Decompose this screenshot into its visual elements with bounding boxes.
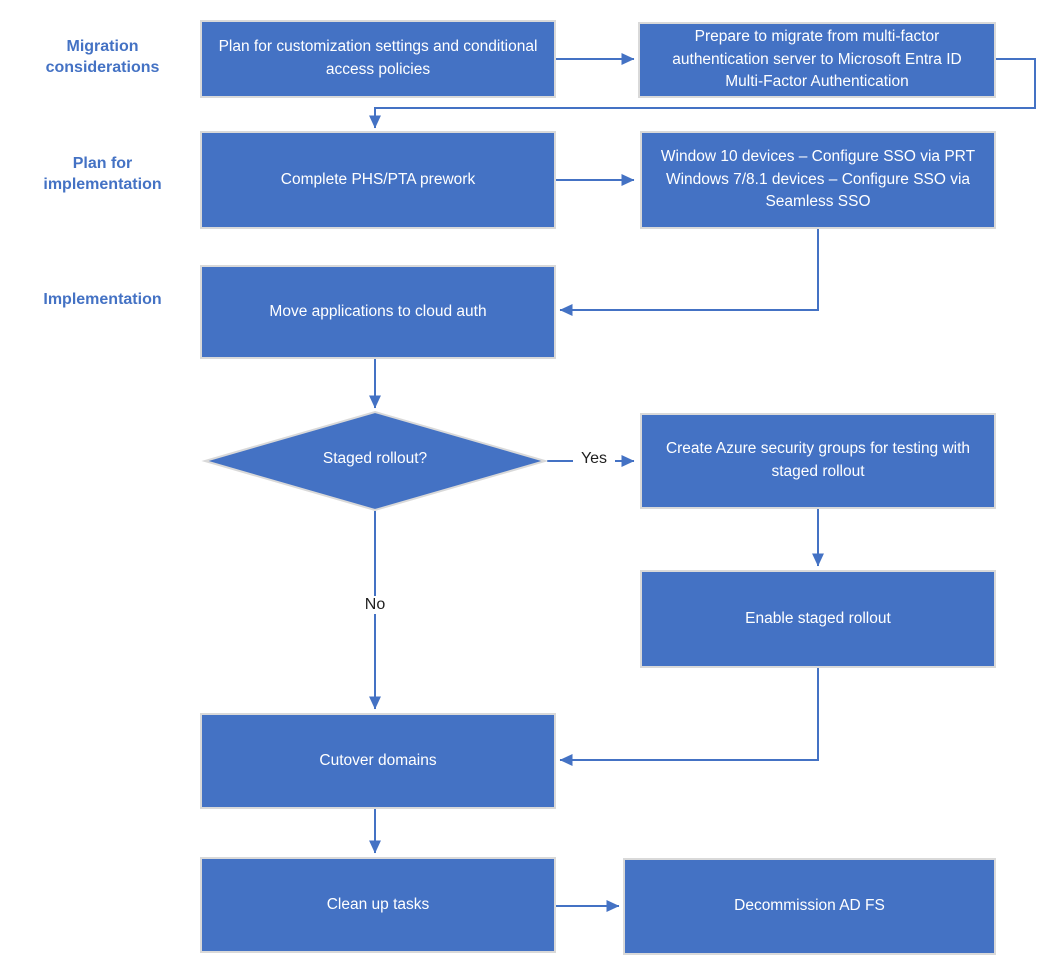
node-clean-up-tasks: Clean up tasks [200,857,556,953]
connector-enable-to-cutover [559,668,819,766]
node-plan-customization: Plan for customization settings and cond… [200,20,556,98]
phase-label-implementation: Implementation [43,291,162,308]
node-create-security-groups: Create Azure security groups for testing… [640,413,996,509]
edge-label-yes: Yes [573,450,615,468]
phase-label-plan-for-implementation: Plan for implementation [43,155,162,193]
node-enable-staged-rollout: Enable staged rollout [640,570,996,668]
phase-label-migration-considerations: Migration considerations [45,38,160,76]
node-decommission-ad-fs: Decommission AD FS [623,858,996,955]
connector-prepare-to-prework [369,58,1036,129]
node-move-applications-cloud-auth: Move applications to cloud auth [200,265,556,359]
edge-label-no: No [356,596,394,614]
decision-diamond-shape [201,410,549,512]
node-cutover-domains: Cutover domains [200,713,556,809]
decision-staged-rollout-label: Staged rollout? [322,450,428,467]
node-configure-sso-devices: Window 10 devices – Configure SSO via PR… [640,131,996,229]
connector-sso-to-moveapps [559,229,819,316]
node-prepare-mfa-migration: Prepare to migrate from multi-factor aut… [638,22,996,98]
node-complete-phs-pta-prework: Complete PHS/PTA prework [200,131,556,229]
